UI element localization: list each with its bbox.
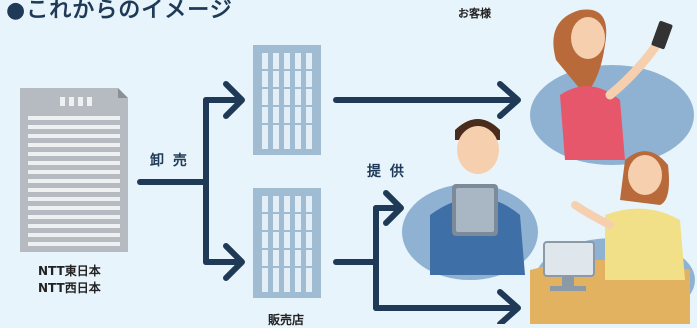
ntt-west-label: NTT西日本: [38, 281, 101, 295]
arrow-head-customer-bottom: [497, 289, 521, 324]
page-title: ●これからのイメージ: [6, 0, 233, 23]
arrow-head-retailer-top: [223, 81, 245, 119]
customer-man-tablet-icon: [402, 119, 538, 280]
provide-label: 提 供: [367, 164, 406, 180]
ntt-building-icon: [20, 88, 128, 252]
retailer-label: 販売店: [268, 313, 305, 327]
ntt-label: NTT東日本 NTT西日本: [38, 263, 101, 297]
arrow-head-retailer-bottom: [223, 243, 245, 281]
retailer-building-bottom-icon: [253, 188, 321, 298]
arrow-head-customer-middle: [383, 190, 404, 226]
flow-arrows: [137, 81, 521, 324]
arrow-head-customer-top: [497, 81, 521, 119]
wholesale-label: 卸 売: [150, 153, 189, 169]
customer-woman-phone-icon: [530, 9, 694, 165]
customer-label: お客様: [458, 7, 491, 20]
customer-woman-computer-icon: [530, 151, 695, 324]
ntt-east-label: NTT東日本: [38, 264, 101, 278]
retailer-building-top-icon: [253, 45, 321, 155]
